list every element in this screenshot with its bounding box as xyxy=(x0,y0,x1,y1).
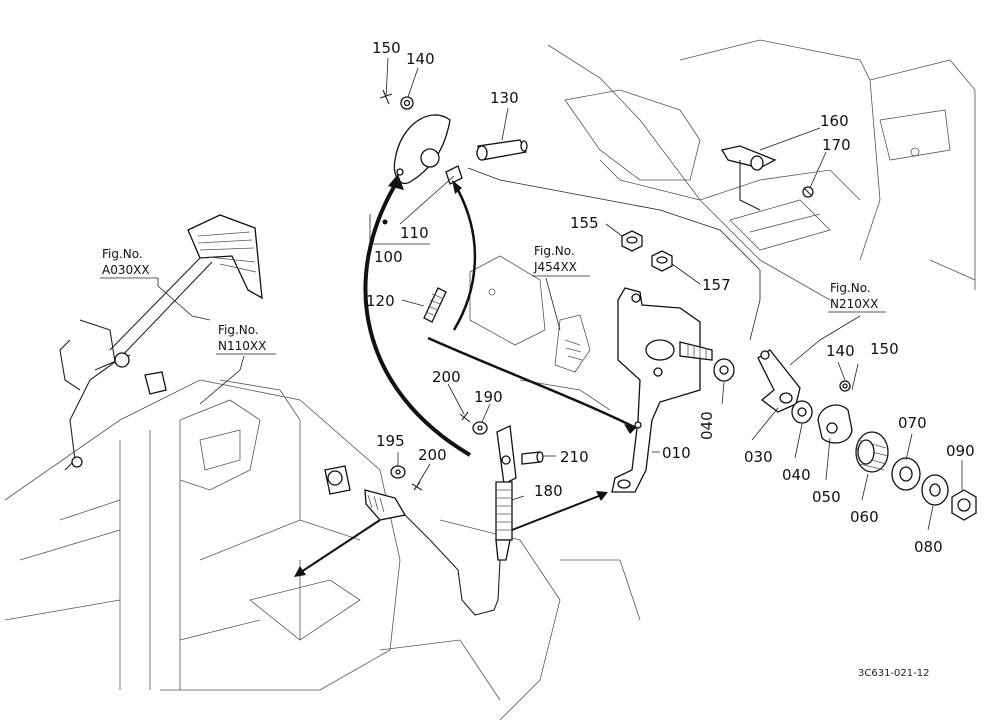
spring-part-120 xyxy=(423,287,447,323)
nut-part-155 xyxy=(621,230,643,252)
washer-part-040-left xyxy=(713,358,735,382)
bracket-j454 xyxy=(469,255,611,411)
callout-labels: 150 140 130 160 170 110 100 155 157 120 … xyxy=(366,39,975,556)
pin-part-210 xyxy=(521,451,544,465)
callout-120: 120 xyxy=(366,292,395,310)
callout-140-right: 140 xyxy=(826,342,855,360)
drawing-number: 3C631-021-12 xyxy=(858,668,929,679)
pin-part-130 xyxy=(476,139,528,161)
plate-part-050 xyxy=(817,404,853,444)
clevis-part-180 xyxy=(429,425,517,616)
callout-130: 130 xyxy=(490,89,519,107)
figure-reference-n110-title: Fig.No. xyxy=(218,323,259,337)
assembly-arrows xyxy=(294,174,637,577)
figure-reference-n110-code: N110XX xyxy=(218,339,266,353)
figure-reference-n110: Fig.No. N110XX xyxy=(216,323,276,355)
nut-part-090 xyxy=(951,489,977,521)
washer-part-195 xyxy=(390,465,406,479)
callout-030: 030 xyxy=(744,448,773,466)
callout-170: 170 xyxy=(822,136,851,154)
arm-part-030 xyxy=(757,349,801,413)
callout-110: 110 xyxy=(400,224,429,242)
callout-070: 070 xyxy=(898,414,927,432)
callout-010: 010 xyxy=(662,444,691,462)
callout-140-top: 140 xyxy=(406,50,435,68)
figure-reference-j454-title: Fig.No. xyxy=(534,244,575,258)
callout-060: 060 xyxy=(850,508,879,526)
washer-part-080 xyxy=(921,474,949,506)
callout-190: 190 xyxy=(474,388,503,406)
callout-195: 195 xyxy=(376,432,405,450)
stud-part-160 xyxy=(720,145,777,211)
washer-part-140-right xyxy=(839,380,851,392)
lever-part-010 xyxy=(611,287,713,493)
spring-part-060 xyxy=(855,431,889,473)
figure-reference-a030: Fig.No. A030XX xyxy=(100,247,159,286)
callout-150-top: 150 xyxy=(372,39,401,57)
callout-155: 155 xyxy=(570,214,599,232)
sector-plate-part-100 xyxy=(382,114,463,225)
callout-157: 157 xyxy=(702,276,731,294)
washer-part-040-right xyxy=(791,400,813,424)
brake-pedal xyxy=(59,214,263,471)
figure-reference-n210-title: Fig.No. xyxy=(830,281,871,295)
washer-part-190 xyxy=(472,421,488,435)
callout-080: 080 xyxy=(914,538,943,556)
figure-reference-n210: Fig.No. N210XX xyxy=(828,281,886,313)
callout-050: 050 xyxy=(812,488,841,506)
cotter-pin-part-200-upper xyxy=(459,411,471,423)
nut-part-157 xyxy=(651,250,673,272)
callout-090: 090 xyxy=(946,442,975,460)
callout-160: 160 xyxy=(820,112,849,130)
machine-body-outline xyxy=(4,39,976,721)
callout-200-upper: 200 xyxy=(432,368,461,386)
figure-reference-n210-code: N210XX xyxy=(830,297,878,311)
bolt-part-170 xyxy=(802,186,814,198)
leader-lines xyxy=(157,57,963,531)
washer-part-140-top xyxy=(379,89,414,110)
callout-040-left: 040 xyxy=(698,411,716,440)
figure-reference-a030-title: Fig.No. xyxy=(102,247,143,261)
callout-210: 210 xyxy=(560,448,589,466)
cotter-pin-part-200-lower xyxy=(411,481,423,491)
figure-reference-j454-code: J454XX xyxy=(533,260,577,274)
callout-100: 100 xyxy=(374,248,403,266)
callout-200-lower: 200 xyxy=(418,446,447,464)
callout-040-right: 040 xyxy=(782,466,811,484)
figure-reference-a030-code: A030XX xyxy=(102,263,150,277)
figure-reference-j454: Fig.No. J454XX xyxy=(532,244,590,277)
washer-part-070 xyxy=(891,457,921,491)
callout-150-right: 150 xyxy=(870,340,899,358)
cable-end-left xyxy=(324,465,431,541)
callout-180: 180 xyxy=(534,482,563,500)
